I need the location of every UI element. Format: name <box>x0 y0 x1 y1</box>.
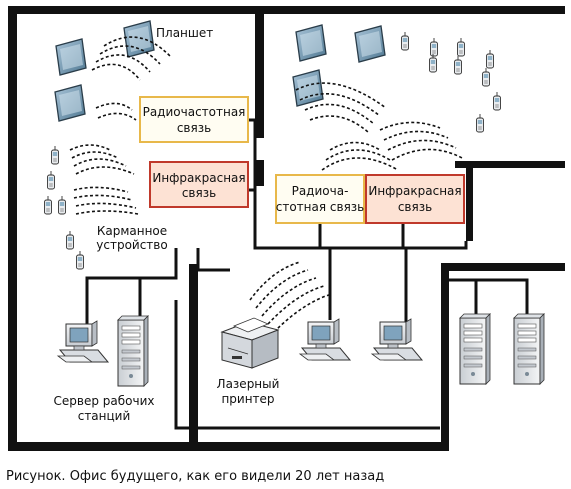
radio-link-box-center: Радиоча- стотная связь <box>275 174 365 224</box>
figure-caption: Рисунок. Офис будущего, как его видели 2… <box>6 469 385 484</box>
wireless-waves <box>69 36 463 333</box>
server-label-line-2: станций <box>78 409 131 423</box>
infrared-link-box-left: Инфракрасная связь <box>149 161 249 208</box>
handheld-label-line-2: устройство <box>96 238 167 252</box>
walls <box>8 6 565 451</box>
printer-label-line-2: принтер <box>221 392 274 406</box>
tablet-label: Планшет <box>156 26 213 40</box>
infrared-center-line-1: Инфракрасная <box>368 184 461 198</box>
radio-center-line-1: Радиоча- <box>292 184 349 198</box>
office-network-diagram: Планшет Радиочастотная связь Инфракрасна… <box>8 6 565 451</box>
radio-link-box-left: Радиочастотная связь <box>139 96 249 143</box>
handheld-label-line-1: Карманное <box>97 224 167 238</box>
infrared-link-box-center: Инфракрасная связь <box>365 174 465 224</box>
infrared-center-line-2: связь <box>398 200 432 214</box>
radio-left-line-2: связь <box>177 121 211 135</box>
network-cabling <box>85 118 529 430</box>
printer-label-line-1: Лазерный <box>217 377 280 391</box>
server-label-line-1: Сервер рабочих <box>54 394 155 408</box>
infrared-left-line-1: Инфракрасная <box>152 171 245 185</box>
radio-left-line-1: Радиочастотная <box>143 105 246 119</box>
infrared-left-line-2: связь <box>182 186 216 200</box>
radio-center-line-2: стотная связь <box>276 200 365 214</box>
laser-printer-icon <box>220 317 280 369</box>
